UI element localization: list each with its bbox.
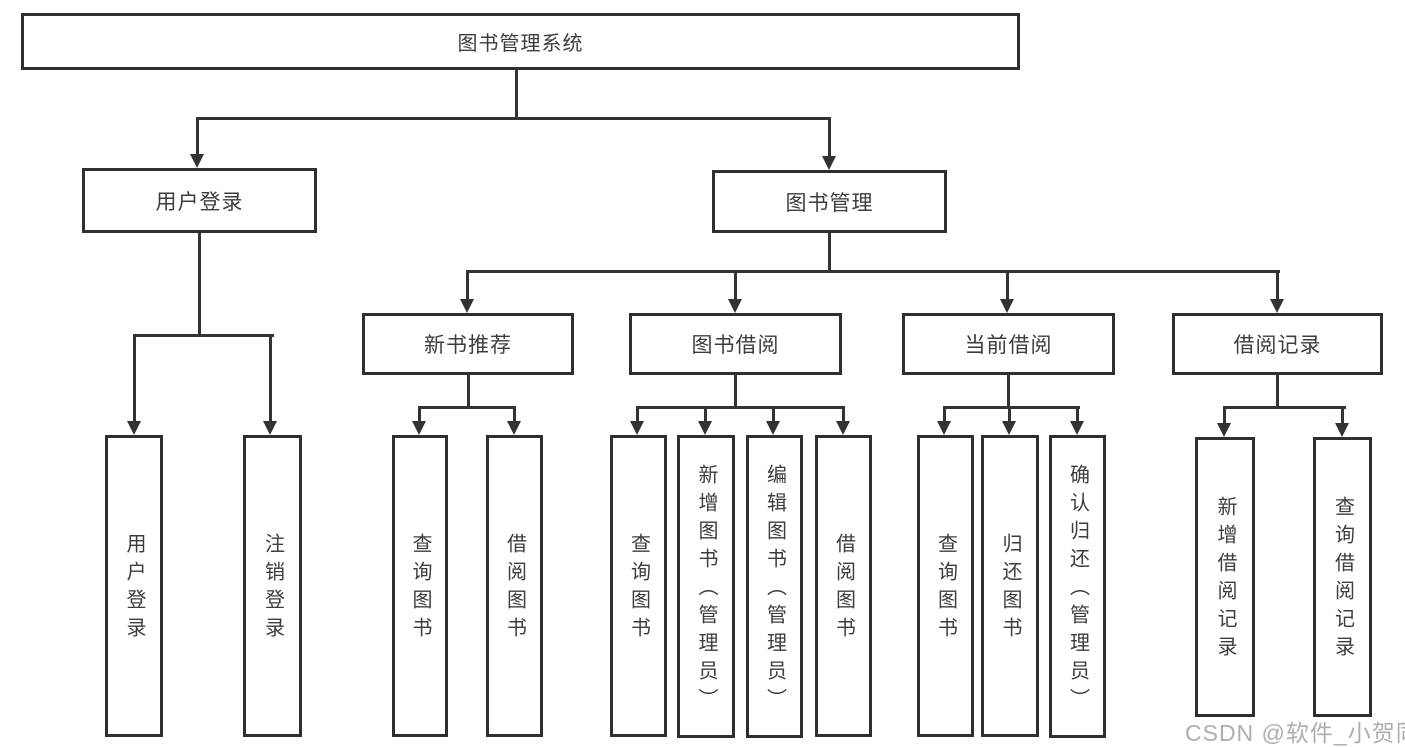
edge-root-horizontal: [196, 117, 831, 120]
edge-stub: [269, 334, 272, 422]
arrowhead-icon: [630, 421, 644, 435]
edge-stub: [772, 406, 775, 423]
node-borrow-records: 借阅记录: [1172, 313, 1383, 375]
arrowhead-icon: [822, 156, 836, 170]
node-new-book-recommend: 新书推荐: [362, 313, 574, 375]
arrowhead-icon: [412, 421, 426, 435]
edge-login-down: [198, 232, 201, 336]
edge-stub: [1076, 406, 1079, 423]
arrowhead-icon: [507, 421, 521, 435]
watermark: CSDN @软件_小贺同学: [1185, 720, 1405, 746]
leaf-query-books-recommend: 查询图书: [392, 435, 448, 737]
edge-stub: [133, 334, 136, 422]
edge-stub: [636, 406, 639, 423]
leaf-borrow-books: 借阅图书: [815, 435, 872, 737]
arrowhead-icon: [937, 421, 951, 435]
edge-current-horizontal: [943, 406, 1080, 409]
leaf-return-books: 归还图书: [981, 435, 1039, 737]
edge-stub: [513, 406, 516, 423]
leaf-logout: 注销登录: [243, 435, 302, 737]
arrowhead-icon: [836, 421, 850, 435]
leaf-query-borrow-record: 查询借阅记录: [1313, 437, 1372, 717]
edge-stub: [943, 406, 946, 423]
edge-current-down: [1007, 374, 1010, 408]
edge-stub: [1008, 406, 1011, 423]
edge-stub: [1341, 406, 1344, 425]
arrowhead-icon: [1070, 421, 1084, 435]
arrowhead-icon: [766, 421, 780, 435]
node-current-borrow: 当前借阅: [902, 313, 1115, 375]
leaf-edit-books-admin: 编辑图书（管理员）: [746, 435, 803, 738]
arrowhead-icon: [1002, 421, 1016, 435]
node-book-borrow: 图书借阅: [629, 313, 842, 375]
edge-recommend-down: [467, 374, 470, 408]
edge-root-down: [515, 68, 518, 120]
arrowhead-icon: [127, 421, 141, 435]
arrowhead-icon: [1217, 423, 1231, 437]
edge-borrow-down: [734, 374, 737, 408]
edge-stub: [704, 406, 707, 423]
arrowhead-icon: [698, 421, 712, 435]
edge-stub: [418, 406, 421, 423]
arrowhead-icon: [460, 299, 474, 313]
edge-records-horizontal: [1223, 406, 1346, 409]
arrowhead-icon: [1000, 299, 1014, 313]
edge-recommend-horizontal: [418, 406, 516, 409]
edge-stub: [1006, 270, 1009, 302]
edge-stub: [1276, 270, 1279, 302]
arrowhead-icon: [190, 154, 204, 168]
edge-stub: [842, 406, 845, 423]
arrowhead-icon: [263, 421, 277, 435]
leaf-user-login: 用户登录: [105, 435, 163, 737]
leaf-query-books-borrow: 查询图书: [610, 435, 667, 737]
arrowhead-icon: [1270, 299, 1284, 313]
edge-stub-user-login: [196, 117, 199, 159]
edge-stub: [466, 270, 469, 302]
leaf-query-books-current: 查询图书: [917, 435, 974, 737]
edge-records-down: [1276, 374, 1279, 408]
edge-login-horizontal: [133, 334, 274, 337]
leaf-confirm-return-admin: 确认归还（管理员）: [1049, 435, 1106, 738]
arrowhead-icon: [728, 299, 742, 313]
edge-stub-book-mgmt: [828, 117, 831, 161]
node-root-system: 图书管理系统: [21, 13, 1020, 70]
edge-mgmt-down: [828, 232, 831, 273]
node-book-management-branch: 图书管理: [712, 170, 947, 233]
edge-mgmt-horizontal: [466, 270, 1280, 273]
leaf-add-books-admin: 新增图书（管理员）: [677, 435, 735, 738]
edge-stub: [1223, 406, 1226, 425]
edge-borrow-horizontal: [636, 406, 845, 409]
edge-stub: [734, 270, 737, 302]
leaf-add-borrow-record: 新增借阅记录: [1195, 437, 1255, 717]
arrowhead-icon: [1335, 423, 1349, 437]
leaf-borrow-books-recommend: 借阅图书: [486, 435, 543, 737]
node-user-login-branch: 用户登录: [82, 168, 317, 233]
